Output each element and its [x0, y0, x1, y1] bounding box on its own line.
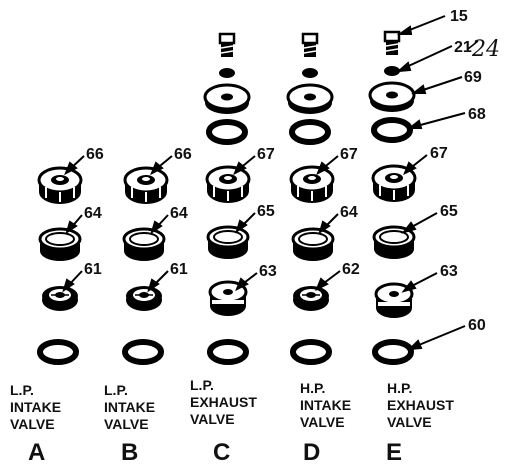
label-62-d: 62 [342, 261, 360, 278]
oring-part-60-a [40, 342, 76, 362]
caption-e-letter: E [386, 439, 402, 466]
label-67-e: 67 [430, 145, 448, 162]
column-caption-c: L.P. EXHAUST VALVE C [190, 377, 257, 466]
nut-part-21-c [219, 68, 235, 78]
screw-part-15-c [218, 32, 236, 59]
caption-e-line3: VALVE [387, 414, 432, 430]
caption-b-line3: VALVE [104, 416, 149, 432]
oring-part-68-d [292, 122, 328, 142]
label-67-c: 67 [257, 146, 275, 163]
label-66-a: 66 [86, 146, 104, 163]
caption-c-line1: L.P. [190, 377, 214, 393]
column-caption-e: H.P. EXHAUST VALVE E [386, 380, 454, 466]
oring-part-60-d [293, 342, 329, 362]
label-68: 68 [468, 106, 486, 123]
caption-b-letter: B [121, 439, 138, 466]
caption-a-letter: A [28, 439, 45, 466]
label-61-a: 61 [84, 261, 102, 278]
disc-part-61-b [125, 285, 163, 312]
label-64-b: 64 [170, 205, 188, 222]
label-15: 15 [450, 8, 468, 25]
label-66-b: 66 [174, 146, 192, 163]
cap-part-67-d [289, 165, 335, 205]
column-caption-a: L.P. INTAKE VALVE A [10, 382, 61, 466]
label-64-a: 64 [84, 205, 102, 222]
screw-part-15-e [383, 30, 401, 57]
cap-part-66-b [123, 166, 169, 206]
leader-arrows [62, 15, 466, 351]
oring-part-60-c [210, 342, 246, 362]
column-caption-b: L.P. INTAKE VALVE B [104, 382, 155, 466]
handwritten-24: 24 [471, 37, 500, 62]
caption-c-line2: EXHAUST [190, 394, 257, 410]
label-63-c: 63 [259, 263, 277, 280]
label-65-c: 65 [257, 203, 275, 220]
seat-part-64-a [38, 227, 82, 263]
washer-part-69-e [368, 81, 416, 114]
caption-d-line2: INTAKE [300, 397, 351, 413]
label-65-e: 65 [440, 203, 458, 220]
disc-part-62-d [292, 285, 330, 312]
caption-d-line1: H.P. [300, 380, 325, 396]
handwritten-stroke [467, 40, 479, 50]
caption-c-line3: VALVE [190, 411, 235, 427]
caption-c-letter: C [213, 439, 230, 466]
label-69: 69 [464, 69, 482, 86]
caption-b-line1: L.P. [104, 382, 128, 398]
caption-a-line1: L.P. [10, 382, 34, 398]
oring-part-60-b [125, 342, 161, 362]
caption-d-line3: VALVE [300, 414, 345, 430]
cap-part-66-a [37, 166, 83, 206]
caption-b-line2: INTAKE [104, 399, 155, 415]
caption-d-letter: D [303, 439, 320, 466]
oring-part-68-e [374, 120, 410, 140]
label-61-b: 61 [170, 261, 188, 278]
caption-a-line2: INTAKE [10, 399, 61, 415]
label-67-d: 67 [340, 146, 358, 163]
label-60: 60 [468, 317, 486, 334]
washer-part-69-d [286, 83, 334, 116]
caption-e-line1: H.P. [387, 380, 412, 396]
oring-part-68-c [209, 122, 245, 142]
screw-part-15-d [301, 32, 319, 59]
column-caption-d: H.P. INTAKE VALVE D [300, 380, 351, 466]
label-63-e: 63 [440, 263, 458, 280]
nut-part-21-d [302, 68, 318, 78]
washer-part-69-c [203, 83, 251, 116]
oring-part-60-e [375, 342, 411, 362]
label-21: 21 [454, 39, 472, 56]
cap-part-67-c [205, 165, 251, 205]
caption-a-line3: VALVE [10, 416, 55, 432]
seat-part-64-d [291, 227, 335, 263]
seat-part-65-c [206, 225, 250, 261]
caption-e-line2: EXHAUST [387, 397, 454, 413]
disc-part-61-a [41, 285, 79, 312]
label-64-d: 64 [340, 204, 358, 221]
seat-part-64-b [122, 227, 166, 263]
